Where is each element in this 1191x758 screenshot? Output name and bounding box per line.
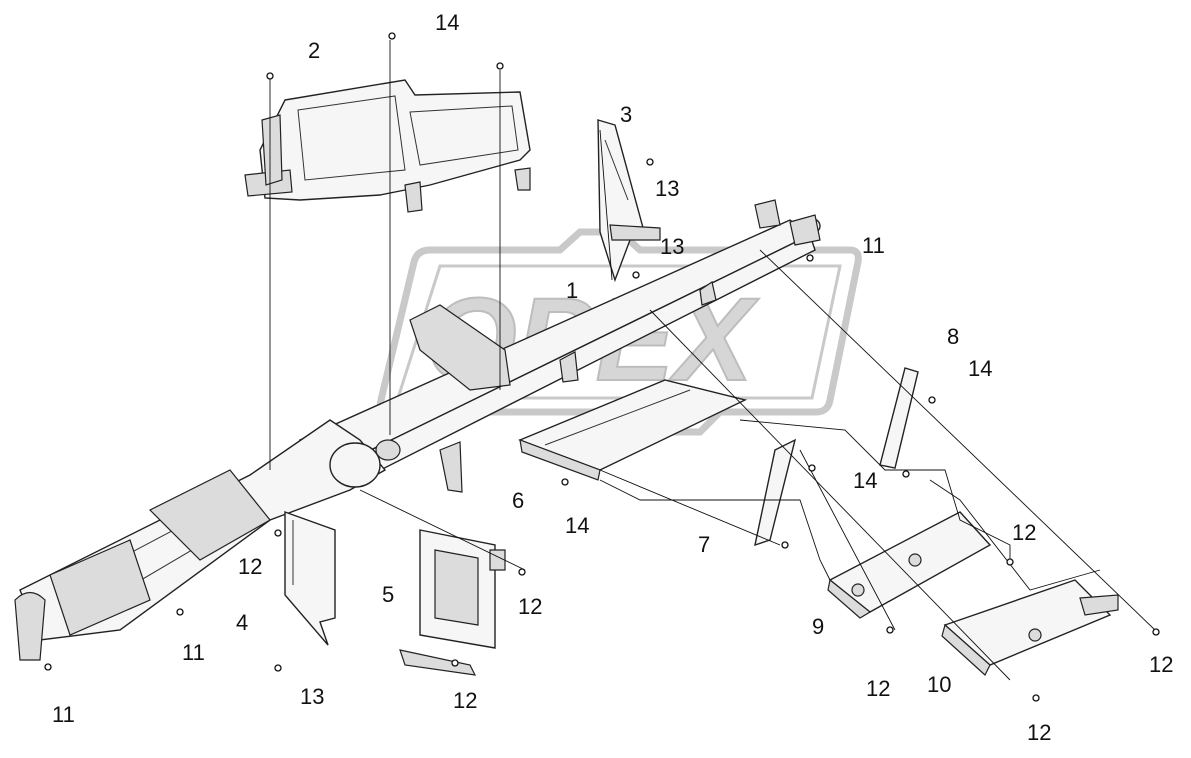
left-steering-support-housing bbox=[14, 419, 401, 661]
part-4-side-bracket bbox=[284, 511, 336, 646]
fastener bbox=[1152, 628, 1160, 636]
part-2-upper-frame bbox=[244, 79, 531, 213]
callout-label: 12 bbox=[453, 688, 477, 713]
part-1-cross-member bbox=[298, 199, 821, 493]
callout-label: 2 bbox=[308, 38, 320, 63]
callout-label: 12 bbox=[1149, 652, 1173, 677]
part-6-tray bbox=[518, 379, 748, 481]
callout-label: 8 bbox=[947, 324, 959, 349]
callout-label: 11 bbox=[182, 640, 205, 665]
fastener bbox=[44, 663, 52, 671]
callout-label: 7 bbox=[698, 532, 710, 557]
callout-label: 13 bbox=[660, 234, 684, 259]
part-7-bar bbox=[754, 438, 797, 547]
callout-label: 12 bbox=[866, 676, 890, 701]
callout-label: 9 bbox=[812, 614, 824, 639]
callout-label: 4 bbox=[236, 610, 248, 635]
watermark-outline-outer bbox=[376, 228, 862, 436]
callout-label: 14 bbox=[853, 468, 877, 493]
fasteners bbox=[44, 32, 1160, 702]
fastener bbox=[928, 396, 936, 404]
part-9-plate bbox=[827, 511, 992, 619]
callout-label: 1 bbox=[566, 278, 578, 303]
fastener bbox=[274, 664, 282, 672]
callout-label: 14 bbox=[435, 10, 459, 35]
fastener bbox=[886, 626, 894, 634]
fastener bbox=[176, 608, 184, 616]
callout-label: 5 bbox=[382, 582, 394, 607]
fastener bbox=[274, 529, 282, 537]
fastener bbox=[902, 470, 910, 478]
fastener bbox=[451, 659, 459, 667]
callout-label: 10 bbox=[927, 672, 951, 697]
fastener bbox=[632, 271, 640, 279]
callout-label: 14 bbox=[968, 356, 992, 381]
callout-label: 12 bbox=[238, 554, 262, 579]
part-5-support-bracket bbox=[399, 529, 506, 676]
fastener bbox=[561, 478, 569, 486]
callout-label: 11 bbox=[52, 702, 75, 727]
callout-label: 11 bbox=[862, 233, 885, 258]
fastener bbox=[266, 72, 274, 80]
callout-label: 13 bbox=[655, 176, 679, 201]
callout-label: 13 bbox=[300, 684, 324, 709]
fastener bbox=[518, 568, 526, 576]
part-8-bar bbox=[879, 367, 919, 469]
callout-label: 12 bbox=[1012, 520, 1036, 545]
fastener bbox=[646, 158, 654, 166]
callout-label: 12 bbox=[1027, 720, 1051, 745]
fastener bbox=[1006, 558, 1014, 566]
fastener bbox=[806, 254, 814, 262]
fastener bbox=[388, 32, 396, 40]
callout-label: 14 bbox=[565, 513, 589, 538]
part-3-vertical-bracket bbox=[597, 119, 661, 283]
callout-labels: 1 2 3 4 5 6 7 8 9 10 11 11 11 12 12 12 1… bbox=[52, 10, 1173, 745]
fastener bbox=[496, 62, 504, 70]
callout-label: 6 bbox=[512, 488, 524, 513]
fastener bbox=[808, 464, 816, 472]
callout-label: 12 bbox=[518, 594, 542, 619]
explode-lines bbox=[269, 40, 1156, 681]
callout-label: 3 bbox=[620, 102, 632, 127]
fastener bbox=[781, 541, 789, 549]
part-10-plate bbox=[941, 579, 1119, 676]
fastener bbox=[1032, 694, 1040, 702]
